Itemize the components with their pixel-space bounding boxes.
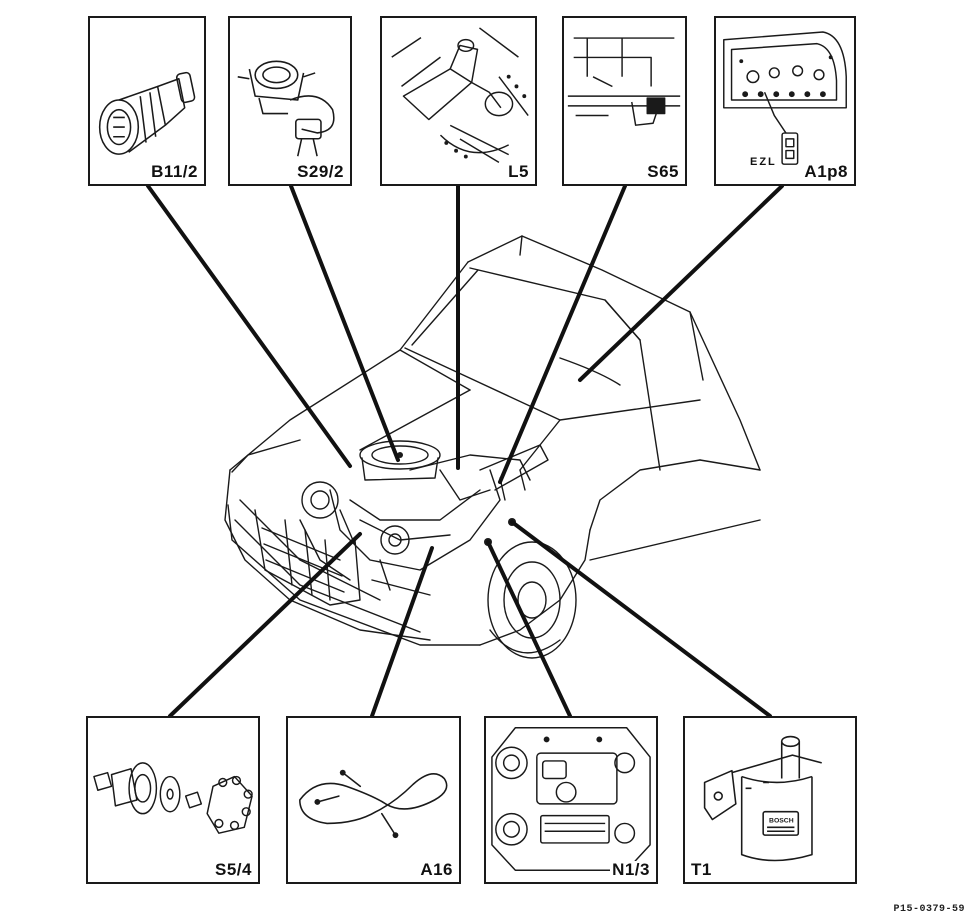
panel-l5: L5 [380, 16, 537, 186]
switch-s65-icon [567, 37, 681, 126]
panel-b11-2: B11/2 [88, 16, 206, 186]
panel-s65: S65 [562, 16, 687, 186]
component-label-s29-2: S29/2 [295, 162, 346, 181]
component-label-n1-3: N1/3 [610, 860, 652, 879]
coolant-temp-sensor-icon [98, 71, 196, 155]
throttle-switch-icon [237, 60, 335, 157]
bosch-brand-mark: BOSCH [769, 817, 794, 824]
component-label-a1p8: A1p8 [802, 162, 850, 181]
crankshaft-position-sensor-icon [391, 27, 529, 164]
panel-a16: A16 [286, 716, 461, 884]
ignition-coil-icon: BOSCH [703, 735, 822, 862]
component-label-t1: T1 [689, 860, 714, 879]
wiring-harness-icon [299, 769, 448, 839]
ignition-control-unit-icon [491, 727, 651, 872]
ezl-connector-label: EZL [750, 156, 777, 168]
ignition-distributor-icon [93, 762, 253, 834]
panel-n1-3: N1/3 [484, 716, 658, 884]
panel-s5-4: S5/4 [86, 716, 260, 884]
component-label-b11-2: B11/2 [149, 162, 200, 181]
panel-s29-2: S29/2 [228, 16, 352, 186]
component-label-a16: A16 [418, 860, 455, 879]
component-label-s5-4: S5/4 [213, 860, 254, 879]
panel-t1: BOSCH T1 [683, 716, 857, 884]
panel-a1p8: EZL A1p8 [714, 16, 856, 186]
instrument-cluster-icon [723, 31, 847, 165]
component-label-s65: S65 [645, 162, 681, 181]
component-label-l5: L5 [506, 162, 531, 181]
figure-reference-number: P15-0379-59 [893, 904, 965, 915]
